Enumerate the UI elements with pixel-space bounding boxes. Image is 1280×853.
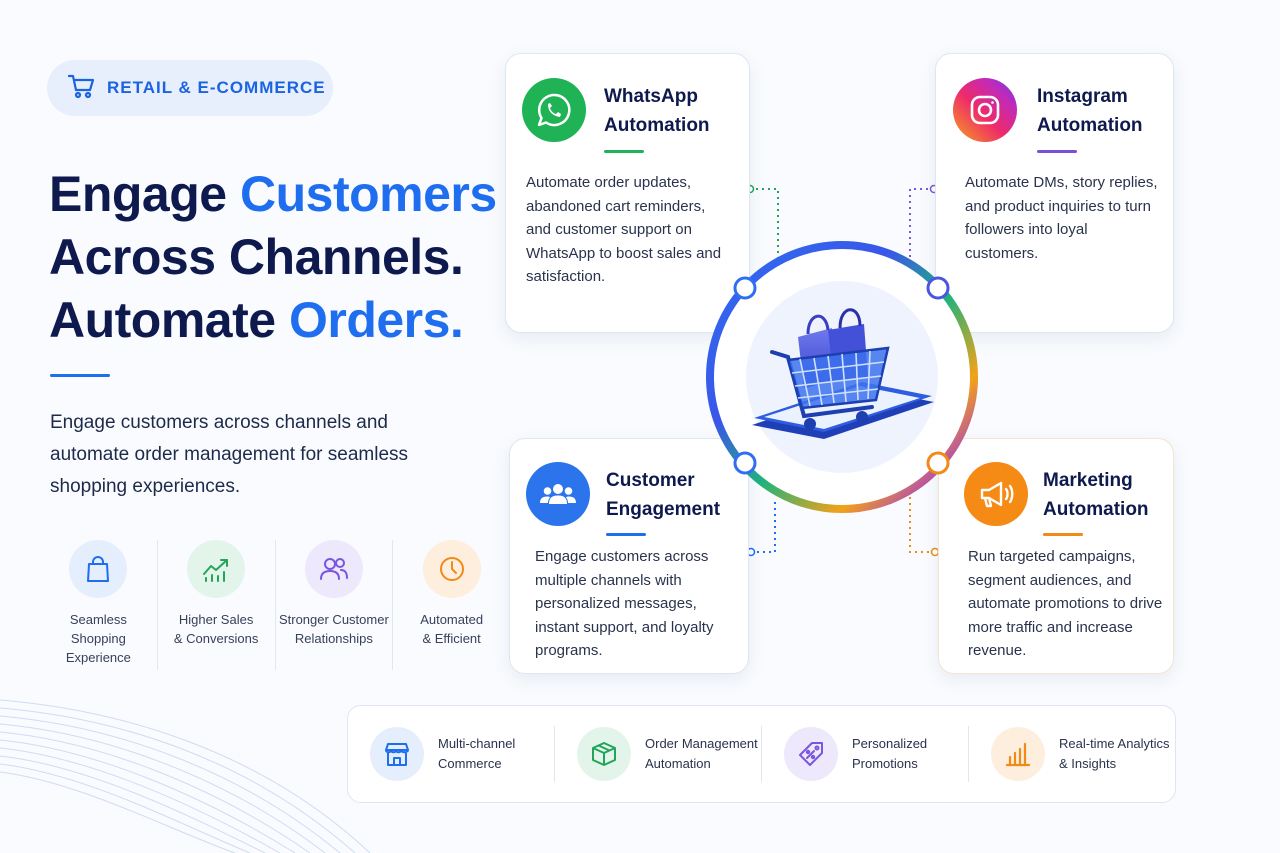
feature-item[interactable]: Multi-channel Commerce: [348, 726, 555, 782]
feature-item[interactable]: Order Management Automation: [555, 726, 762, 782]
feature-label: Real-time Analytics & Insights: [1059, 736, 1170, 771]
background-waves: [0, 699, 371, 853]
headline-line-3: Automate Orders.: [49, 289, 509, 352]
feature-bar: Multi-channel Commerce Order Management …: [347, 705, 1176, 803]
benefit-label: Automated & Efficient: [420, 612, 484, 646]
cart-on-phone-icon: [706, 241, 978, 513]
whatsapp-card[interactable]: WhatsApp Automation Automate order updat…: [505, 53, 750, 333]
headline-line-1: Engage Customers: [49, 163, 509, 226]
instagram-icon: [953, 78, 1017, 142]
card-accent-rule: [604, 150, 644, 153]
card-title: WhatsApp Automation: [604, 86, 710, 136]
benefit-item: Automated & Efficient: [393, 540, 510, 670]
headline-text: Engage: [49, 166, 240, 222]
benefit-label: Seamless Shopping Experience: [65, 612, 131, 665]
headline-text: Automate: [49, 292, 289, 348]
card-accent-rule: [1043, 533, 1083, 536]
feature-label: Multi-channel Commerce: [438, 736, 516, 771]
whatsapp-icon: [522, 78, 586, 142]
clock-icon: [422, 540, 481, 598]
benefit-item: Stronger Customer Relationships: [276, 540, 394, 670]
feature-item[interactable]: Real-time Analytics & Insights: [969, 726, 1175, 782]
card-accent-rule: [606, 533, 646, 536]
headline-accent: Customers: [239, 166, 497, 222]
bar-chart-icon: [991, 727, 1045, 781]
benefit-item: Seamless Shopping Experience: [40, 540, 158, 670]
headline-divider: [50, 374, 110, 377]
benefits-row: Seamless Shopping Experience Higher Sale…: [40, 540, 510, 670]
headline-accent: Orders.: [288, 292, 464, 348]
discount-tag-icon: [784, 727, 838, 781]
category-badge: RETAIL & E-COMMERCE: [47, 60, 333, 116]
instagram-card[interactable]: Instagram Automation Automate DMs, story…: [935, 53, 1174, 333]
card-description: Automate DMs, story replies, and product…: [965, 174, 1158, 262]
benefit-label: Stronger Customer Relationships: [278, 612, 389, 646]
feature-label: Order Management Automation: [645, 736, 758, 771]
trend-up-icon: [187, 540, 246, 598]
badge-label: RETAIL & E-COMMERCE: [107, 78, 326, 97]
card-description: Engage customers across multiple channel…: [535, 548, 714, 659]
card-title: Customer Engagement: [606, 470, 721, 520]
card-title: Instagram Automation: [1037, 86, 1143, 136]
package-icon: [577, 727, 631, 781]
shopping-bag-icon: [69, 540, 128, 598]
card-description: Run targeted campaigns, segment audience…: [968, 548, 1163, 659]
benefit-item: Higher Sales & Conversions: [158, 540, 276, 670]
marketing-automation-card[interactable]: Marketing Automation Run targeted campai…: [938, 438, 1174, 674]
group-icon: [526, 462, 590, 526]
shopping-cart-icon: [67, 73, 95, 104]
subtitle: Engage customers across channels and aut…: [50, 412, 409, 497]
storefront-icon: [370, 727, 424, 781]
benefit-label: Higher Sales & Conversions: [173, 612, 259, 646]
feature-label: Personalized Promotions: [852, 736, 928, 771]
users-icon: [304, 540, 363, 598]
headline-line-2: Across Channels.: [49, 229, 464, 285]
feature-item[interactable]: Personalized Promotions: [762, 726, 969, 782]
megaphone-icon: [964, 462, 1028, 526]
card-accent-rule: [1037, 150, 1077, 153]
card-title: Marketing Automation: [1043, 470, 1149, 520]
card-description: Automate order updates, abandoned cart r…: [526, 174, 722, 285]
customer-engagement-card[interactable]: Customer Engagement Engage customers acr…: [509, 438, 749, 674]
page-title: Engage Customers Across Channels. Automa…: [49, 163, 509, 352]
